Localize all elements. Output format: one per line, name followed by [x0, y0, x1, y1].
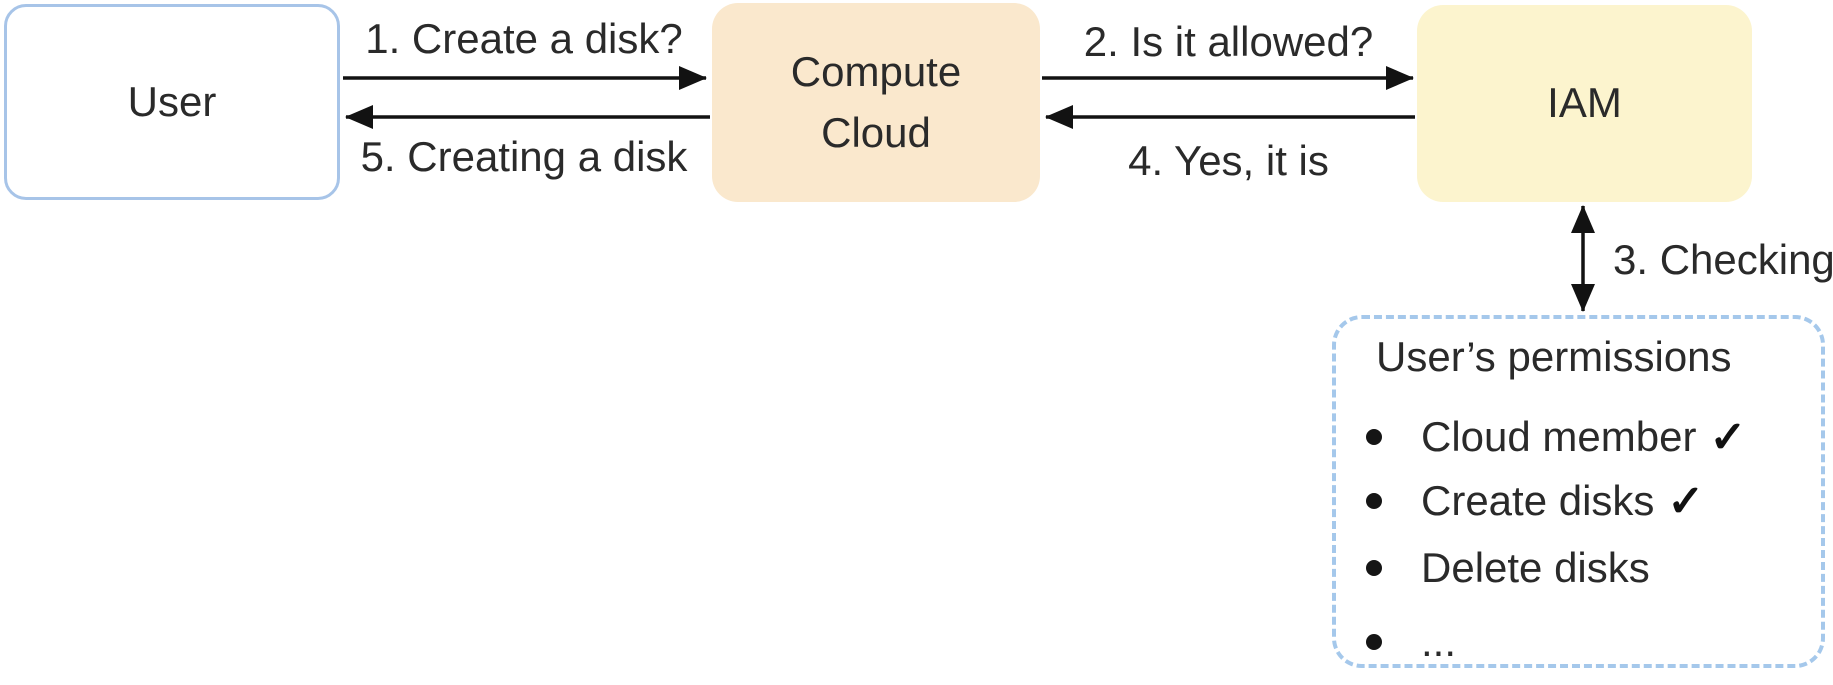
bullet-icon [1366, 493, 1382, 509]
permission-item: Cloud member ✓ [1336, 412, 1747, 462]
node-iam-label: IAM [1547, 79, 1622, 127]
node-compute-cloud-label: Compute Cloud [790, 47, 962, 156]
bullet-icon [1366, 429, 1382, 445]
check-icon: ✓ [1667, 476, 1705, 526]
permission-item: ... [1336, 618, 1456, 666]
permission-item-label: Create disks [1421, 477, 1655, 524]
check-icon: ✓ [1709, 412, 1747, 462]
permission-item-label: Cloud member [1421, 413, 1697, 460]
edge-label-yes-it-is: 4. Yes, it is [1128, 137, 1329, 184]
edge-label-checking: 3. Checking [1613, 236, 1833, 283]
node-compute-cloud: Compute Cloud [712, 3, 1040, 202]
permission-item-label: ... [1421, 618, 1457, 665]
edge-label-creating-disk: 5. Creating a disk [360, 133, 688, 180]
bullet-icon [1366, 634, 1382, 650]
permission-item-label: Delete disks [1421, 544, 1650, 591]
node-user: User [4, 4, 340, 200]
edge-label-create-disk: 1. Create a disk? [365, 15, 683, 62]
edge-label-is-it-allowed: 2. Is it allowed? [1083, 18, 1374, 65]
permissions-panel: User’s permissions Cloud member ✓ Create… [1332, 315, 1825, 668]
bullet-icon [1366, 560, 1382, 576]
permissions-title: User’s permissions [1376, 333, 1732, 380]
permission-item: Delete disks [1336, 544, 1650, 592]
node-user-label: User [127, 77, 217, 125]
permission-item: Create disks ✓ [1336, 476, 1705, 526]
node-iam: IAM [1417, 5, 1752, 202]
